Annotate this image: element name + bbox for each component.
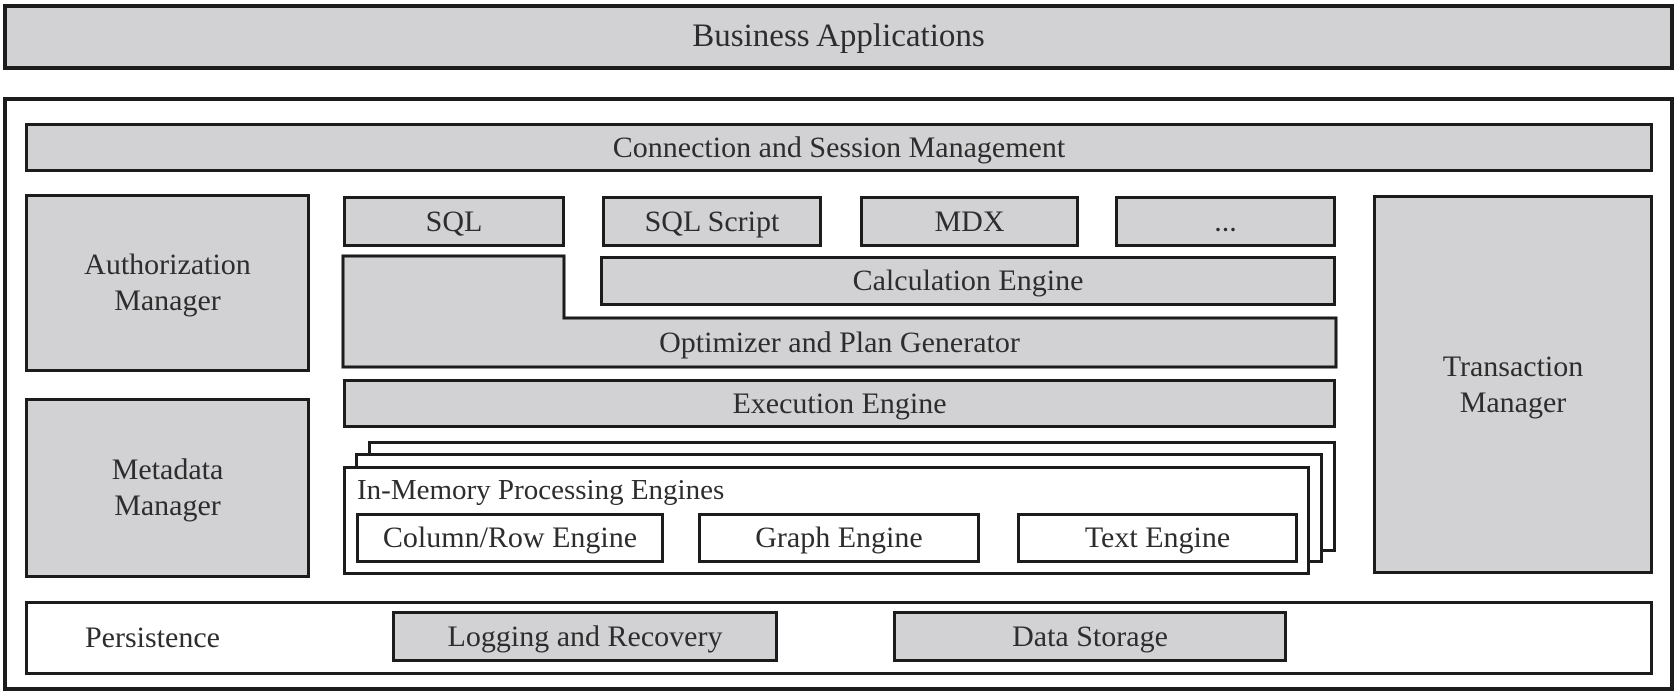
data-storage-box: Data Storage bbox=[893, 611, 1287, 662]
persistence-box bbox=[25, 601, 1653, 675]
authorization-manager-box: Authorization Manager bbox=[25, 194, 310, 372]
logging-recovery-label: Logging and Recovery bbox=[447, 619, 723, 653]
graph-engine-box: Graph Engine bbox=[698, 513, 980, 563]
interface-sql-box: SQL bbox=[343, 196, 565, 247]
optimizer-polygon bbox=[341, 254, 1338, 369]
execution-engine-box: Execution Engine bbox=[343, 379, 1336, 428]
interface-mdx-box: MDX bbox=[860, 196, 1079, 247]
transaction-manager-label: Transaction Manager bbox=[1442, 349, 1584, 419]
data-storage-label: Data Storage bbox=[1012, 619, 1168, 653]
transaction-manager-box: Transaction Manager bbox=[1373, 195, 1653, 574]
optimizer-polygon-shape bbox=[341, 254, 1338, 369]
connection-session-label: Connection and Session Management bbox=[612, 130, 1066, 164]
authorization-manager-label: Authorization Manager bbox=[84, 248, 251, 317]
in-memory-engines-title: In-Memory Processing Engines bbox=[357, 474, 725, 506]
interface-sqlscript-box: SQL Script bbox=[602, 196, 822, 247]
logging-recovery-box: Logging and Recovery bbox=[392, 611, 778, 662]
calculation-engine-box: Calculation Engine bbox=[600, 256, 1336, 306]
interface-sqlscript-label: SQL Script bbox=[644, 204, 780, 238]
optimizer-label: Optimizer and Plan Generator bbox=[659, 325, 1020, 359]
column-row-engine-label: Column/Row Engine bbox=[382, 521, 638, 554]
interface-sql-label: SQL bbox=[425, 204, 483, 238]
interface-other-label: ... bbox=[1214, 204, 1237, 238]
interface-mdx-label: MDX bbox=[934, 204, 1005, 238]
column-row-engine-box: Column/Row Engine bbox=[356, 513, 664, 563]
persistence-label: Persistence bbox=[85, 621, 220, 654]
business-applications-label: Business Applications bbox=[692, 18, 985, 55]
calculation-engine-label: Calculation Engine bbox=[852, 264, 1084, 297]
execution-engine-label: Execution Engine bbox=[732, 386, 947, 420]
connection-session-box: Connection and Session Management bbox=[25, 123, 1653, 172]
interface-other-box: ... bbox=[1115, 196, 1336, 247]
business-applications-box: Business Applications bbox=[3, 4, 1674, 70]
graph-engine-label: Graph Engine bbox=[755, 521, 923, 554]
metadata-manager-box: Metadata Manager bbox=[25, 398, 310, 578]
metadata-manager-label: Metadata Manager bbox=[111, 453, 224, 522]
text-engine-label: Text Engine bbox=[1084, 521, 1231, 554]
text-engine-box: Text Engine bbox=[1017, 513, 1298, 563]
